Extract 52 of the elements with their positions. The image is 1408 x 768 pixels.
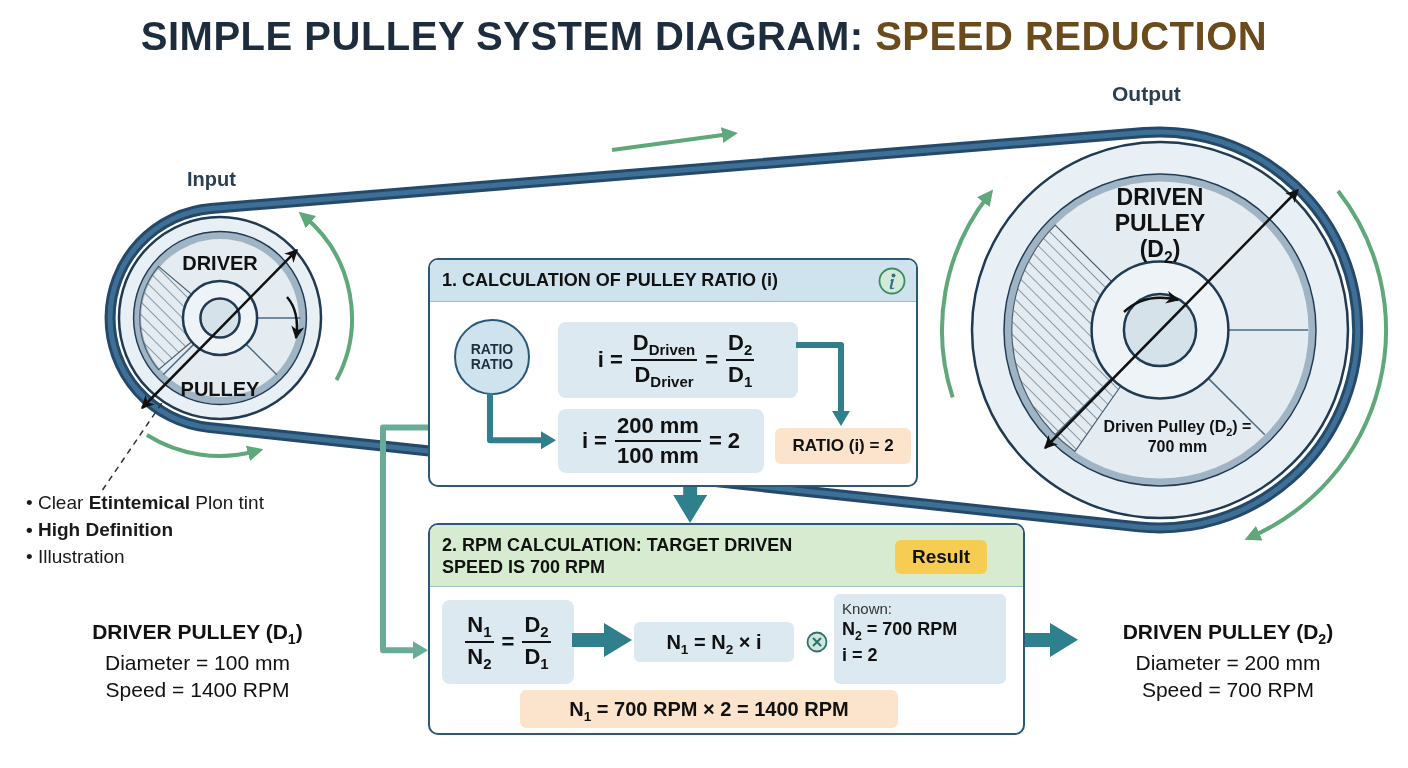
spec-line: Diameter = 100 mm — [104, 649, 291, 676]
fraction-denominator: D$_{1}$ — [523, 643, 550, 673]
side-label: Input — [187, 168, 236, 191]
known-heading: Known: — [842, 600, 894, 618]
fraction-numerator: D$_{Driven}$ — [630, 329, 698, 361]
pulley-label: DRIVER — [181, 252, 259, 275]
arrow — [1024, 625, 1078, 654]
formula-term: = — [501, 629, 515, 655]
formula-box: N$_{1}$ = 700 RPM × 2 = 1400 RPM — [520, 690, 898, 728]
pulley-label: Driven Pulley (D$_{2}$) = 700 mm — [1102, 418, 1253, 457]
spec-line: Diameter = 200 mm — [1134, 649, 1322, 676]
fraction-denominator: N$_{2}$ — [466, 643, 493, 673]
bullet-item: • Clear Etintemical Plon tint — [26, 491, 265, 515]
spec-line: Speed = 700 RPM — [1140, 677, 1316, 704]
formula-term: = — [705, 347, 719, 373]
formula-term: i = — [597, 347, 623, 373]
formula-term: = 2 — [708, 428, 741, 454]
spec-line: Speed = 1400 RPM — [104, 677, 291, 704]
fraction-denominator: 100 mm — [615, 442, 700, 469]
fraction-numerator: D$_{2}$ — [522, 611, 551, 643]
known-value: N$_{2}$ = 700 RPM — [842, 618, 959, 644]
title: SIMPLE PULLEY SYSTEM DIAGRAM: SPEED REDUCTION — [139, 14, 1269, 59]
fraction-denominator: D$_{Driver}$ — [633, 361, 695, 391]
arrow — [796, 342, 849, 426]
formula-term: i = — [581, 428, 607, 454]
arrow — [572, 626, 632, 654]
pulley-label: DRIVEN PULLEY (D$_{2}$) — [1113, 185, 1207, 266]
panel-title: 1. CALCULATION OF PULLEY RATIO (i) — [442, 270, 779, 292]
spec-heading: DRIVER PULLEY (D$_{1}$) — [91, 619, 304, 649]
known-value: i = 2 — [842, 643, 879, 667]
formula-box — [558, 409, 764, 473]
arrow — [487, 393, 556, 448]
arrow — [380, 424, 428, 658]
fraction-numerator: D$_{2}$ — [726, 329, 755, 361]
fraction-numerator: N$_{1}$ — [465, 611, 494, 643]
formula-box — [558, 322, 798, 398]
result-badge: Result — [895, 540, 987, 574]
panel-title: 2. RPM CALCULATION: TARGET DRIVEN SPEED IS 700 RPM — [442, 535, 794, 579]
fraction-numerator: 200 mm — [614, 413, 701, 442]
bullet-item: • High Definition — [26, 517, 175, 542]
arrow — [676, 486, 705, 523]
formula-box — [442, 600, 574, 684]
side-label: Output — [1112, 82, 1181, 106]
bullet-item: • Illustration — [26, 544, 126, 569]
pulley-label: PULLEY — [179, 378, 261, 401]
known-values-box — [834, 594, 1006, 684]
fraction-denominator: D$_{1}$ — [727, 361, 754, 391]
formula-box: N$_{1}$ = N$_{2}$ × i — [634, 622, 794, 662]
spec-heading: DRIVEN PULLEY (D$_{2}$) — [1121, 619, 1335, 649]
circle-label: RATIO RATIO — [469, 341, 515, 373]
formula-box: RATIO (i) = 2 — [775, 428, 911, 464]
leader-line — [101, 402, 163, 491]
